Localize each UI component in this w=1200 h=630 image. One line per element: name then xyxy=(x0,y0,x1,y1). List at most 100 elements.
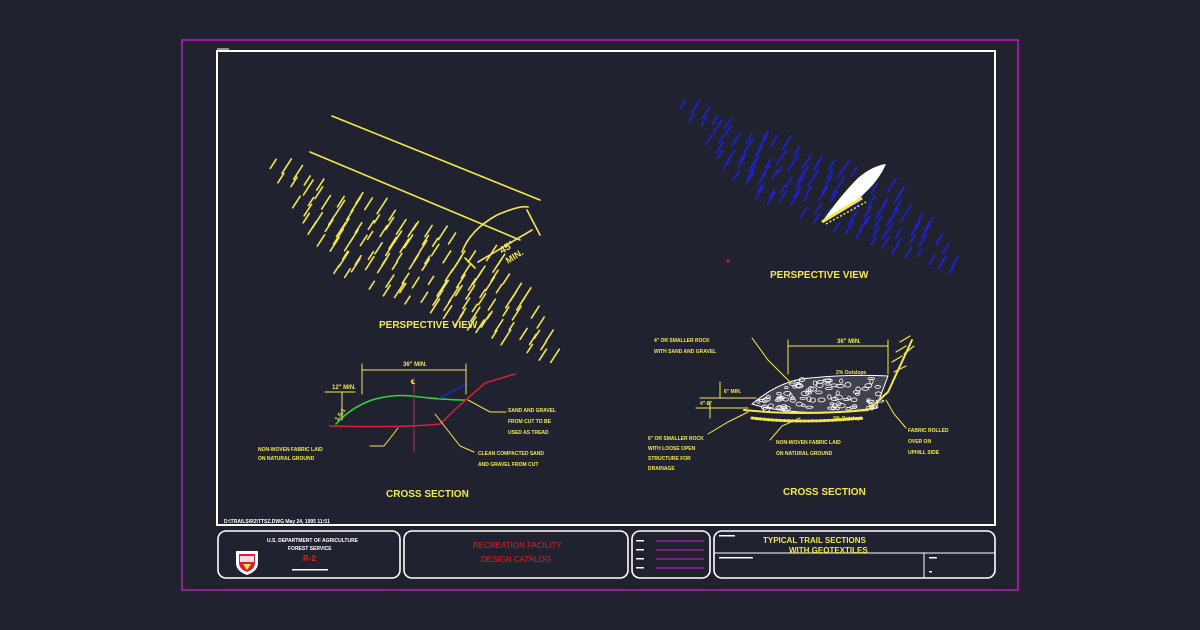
hatch-stroke xyxy=(314,186,324,200)
rock-particle xyxy=(782,397,789,402)
hatch-stroke xyxy=(900,213,907,223)
hatch-stroke xyxy=(765,157,773,169)
dimension-ext-2 xyxy=(464,257,476,269)
hatch-stroke xyxy=(935,233,944,246)
sheet-title-line-2: WITH GEOTEXTILES xyxy=(789,546,868,555)
hatch-stroke xyxy=(465,284,476,300)
rock-particle xyxy=(776,397,784,402)
hatch-stroke xyxy=(495,283,503,294)
rock-particle xyxy=(866,398,871,402)
left-note-compacted-1: CLEAN COMPACTED SAND xyxy=(478,451,544,457)
right-note-rock-top-1: 4" OR SMALLER ROCK xyxy=(654,338,710,344)
hatch-stroke xyxy=(395,218,407,235)
hatch-stroke xyxy=(424,224,433,238)
hatch-stroke xyxy=(917,212,924,221)
hatch-stroke xyxy=(536,316,545,329)
hatch-stroke xyxy=(904,246,913,259)
hatch-stroke xyxy=(385,274,395,288)
hatch-stroke xyxy=(790,191,800,205)
right-perspective-view xyxy=(679,99,960,275)
hatch-stroke xyxy=(454,311,465,327)
hatch-stroke xyxy=(424,255,431,265)
rock-particle xyxy=(869,378,874,385)
hatch-stroke xyxy=(732,169,741,181)
hatch-stroke xyxy=(847,211,858,226)
hatch-stroke xyxy=(324,218,334,233)
hatch-stroke xyxy=(688,112,695,123)
rock-particle xyxy=(817,397,826,403)
hatch-stroke xyxy=(866,195,876,209)
hatch-stroke xyxy=(364,255,375,271)
right-dim-top: 36" MIN. xyxy=(837,339,861,345)
uphill-hatch xyxy=(891,335,915,373)
dim-12 xyxy=(324,391,356,421)
hatch-stroke xyxy=(502,306,510,317)
rock-particle xyxy=(809,397,816,403)
fabric-hatch xyxy=(750,416,864,423)
hatch-stroke xyxy=(379,224,388,238)
right-note-rock-top-2: WITH SAND AND GRAVEL xyxy=(654,349,716,355)
rock-particle xyxy=(799,396,807,400)
hatch-stroke xyxy=(526,343,534,354)
hatch-stroke xyxy=(881,235,891,250)
hatch-stroke xyxy=(460,263,471,279)
rock-particle xyxy=(842,397,850,401)
hatch-stroke xyxy=(941,243,950,255)
hatch-stroke xyxy=(799,206,808,219)
hatch-stroke xyxy=(948,265,955,275)
hatch-stroke xyxy=(471,303,478,313)
hatch-stroke xyxy=(549,348,561,364)
hatch-stroke xyxy=(723,117,732,130)
rock-particle xyxy=(825,387,833,390)
hatch-stroke xyxy=(363,197,374,211)
hatch-stroke xyxy=(886,177,897,193)
hatch-stroke xyxy=(431,237,439,247)
hatch-stroke xyxy=(920,224,931,238)
hatch-stroke xyxy=(336,195,345,208)
hatch-stroke xyxy=(746,164,757,179)
hatch-stroke xyxy=(343,267,351,279)
hatch-stroke xyxy=(803,193,809,202)
hatch-stroke xyxy=(538,348,548,362)
hatch-stroke xyxy=(787,160,795,172)
hatch-stroke xyxy=(376,258,388,274)
left-dim-top: 36" MIN. xyxy=(403,362,427,368)
hatch-stroke xyxy=(442,304,453,320)
rock-particle xyxy=(796,382,803,389)
hatch-stroke xyxy=(825,174,834,186)
rock-particle xyxy=(851,404,858,409)
left-perspective-view xyxy=(269,115,561,364)
rock-particle xyxy=(780,406,787,410)
hatch-stroke xyxy=(492,257,503,273)
hatch-stroke xyxy=(504,291,517,309)
hatch-stroke xyxy=(840,160,850,174)
hatch-stroke xyxy=(388,209,397,221)
rock-particle xyxy=(774,398,782,402)
hatch-stroke xyxy=(399,282,407,294)
hatch-stroke xyxy=(515,295,527,311)
hatch-stroke xyxy=(403,234,414,249)
hatch-stroke xyxy=(462,297,471,310)
right-note-rock-bottom-1: 6" OR SMALLER ROCK xyxy=(648,436,704,442)
left-note-compacted-2: AND GRAVEL FROM CUT xyxy=(478,462,538,468)
hatch-stroke xyxy=(905,203,913,215)
hatch-stroke xyxy=(466,316,477,331)
hatch-stroke xyxy=(858,216,869,232)
hatch-stroke xyxy=(797,171,806,183)
hatch-stroke xyxy=(723,125,732,137)
hatch-stroke xyxy=(350,257,361,273)
hatch-stroke xyxy=(744,172,755,186)
hatch-stroke xyxy=(701,105,712,119)
hatch-stroke xyxy=(421,258,431,272)
hatch-stroke xyxy=(679,99,687,110)
rock-particle xyxy=(812,380,817,386)
dim-6 xyxy=(699,381,757,399)
hatch-stroke xyxy=(519,327,528,341)
rock-particle xyxy=(807,386,814,392)
leader-fabric-rolled xyxy=(885,399,907,429)
hatch-stroke xyxy=(320,194,332,210)
hatch-stroke xyxy=(761,164,770,177)
right-note-rolled-1: FABRIC ROLLED xyxy=(908,428,949,434)
hatch-stroke xyxy=(818,187,828,202)
hatch-stroke xyxy=(333,264,340,275)
